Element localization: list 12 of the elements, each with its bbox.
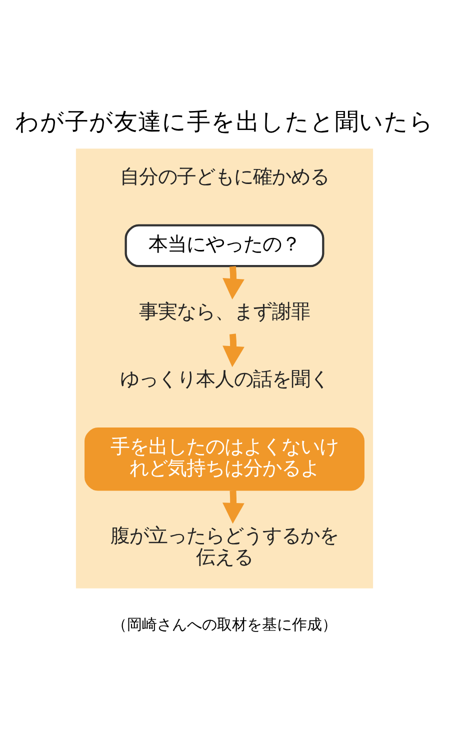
node-text: 自分の子どもに確かめる <box>120 164 329 188</box>
node-text: ゆっくり本人の話を聞く <box>120 367 329 390</box>
arrow <box>222 490 244 524</box>
node-text: 事実なら、まず謝罪 <box>139 300 310 323</box>
diagram-title: わが子が友達に手を出したと聞いたら <box>15 106 434 135</box>
arrow <box>222 333 244 367</box>
node-box: 手を出したのはよくないけれど気持ちは分かるよ <box>84 427 364 490</box>
node-box: 本当にやったの？ <box>124 224 324 267</box>
node-text: 腹が立ったらどうするかを伝える <box>110 524 338 568</box>
caption: （岡崎さんへの取材を基に作成） <box>112 614 337 633</box>
cluster <box>76 148 374 588</box>
arrow <box>222 266 244 300</box>
